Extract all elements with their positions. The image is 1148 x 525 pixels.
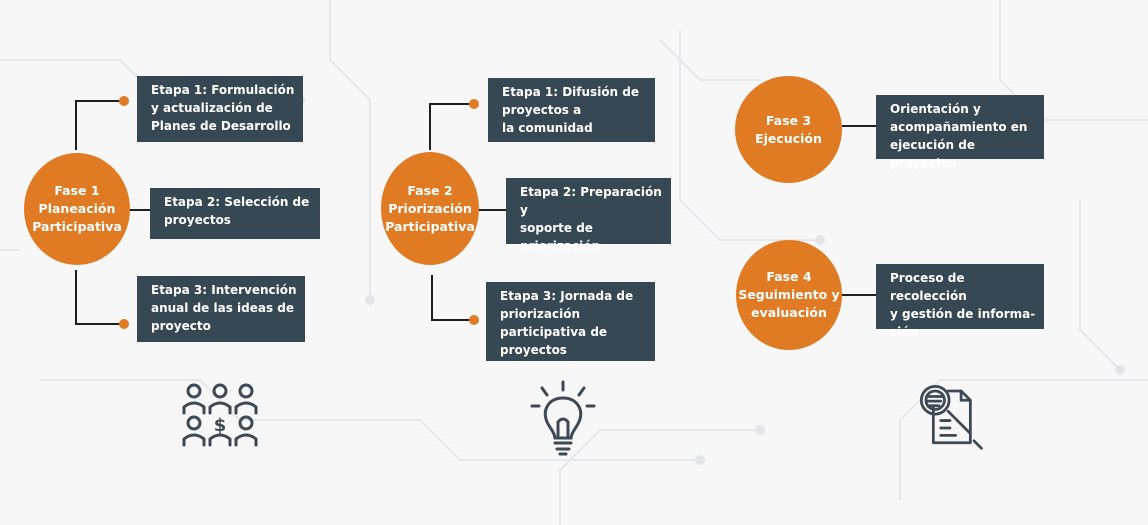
phase-4-stage-box: Proceso de recolección y gestión de info… bbox=[876, 264, 1044, 339]
phase-1-circle: Fase 1 Planeación Participativa bbox=[24, 153, 130, 265]
phase-4-circle: Fase 4 Seguimiento y evaluación bbox=[736, 240, 842, 350]
phase-3-circle: Fase 3 Ejecución bbox=[735, 76, 842, 183]
phase-2-stage-2-box: Etapa 2: Preparación y soporte de priori… bbox=[506, 178, 671, 253]
phase-3-stage-box: Orientación y acompañamiento en ejecució… bbox=[876, 95, 1044, 170]
lightbulb-icon bbox=[530, 380, 596, 456]
phase-2-stage-3-box: Etapa 3: Jornada de priorización partici… bbox=[486, 282, 655, 361]
phase-1-stage-3-box: Etapa 3: Intervención anual de las ideas… bbox=[137, 276, 305, 342]
document-search-icon bbox=[919, 384, 983, 450]
svg-text:$: $ bbox=[214, 415, 227, 436]
phase-2-circle: Fase 2 Priorización Participativa bbox=[381, 152, 479, 265]
phase-1-stage-1-box: Etapa 1: Formulación y actualización de … bbox=[137, 76, 303, 142]
people-money-icon: $ bbox=[182, 383, 258, 447]
phase-1-stage-2-box: Etapa 2: Selección de proyectos bbox=[150, 188, 320, 239]
phase-2-stage-1-box: Etapa 1: Difusión de proyectos a la comu… bbox=[488, 78, 655, 142]
